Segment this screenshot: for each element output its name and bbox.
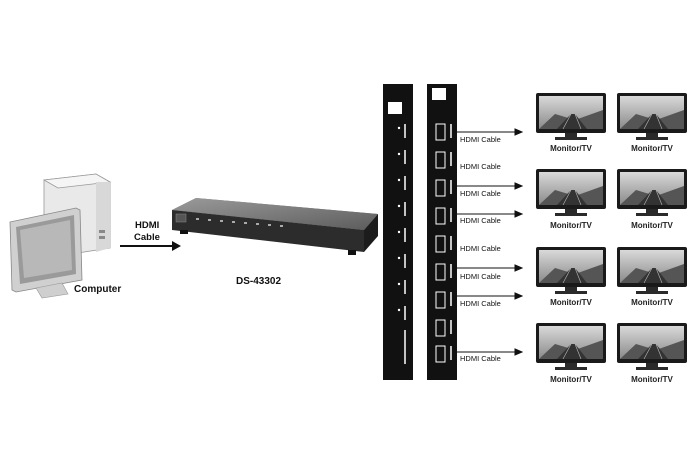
monitor-6 — [616, 246, 688, 296]
splitter-device-illustration — [172, 198, 378, 255]
output-cable-label-8: HDMI Cable — [460, 354, 501, 363]
computer-illustration — [9, 173, 112, 299]
monitor-2 — [616, 92, 688, 142]
monitor-label-5: Monitor/TV — [550, 298, 592, 307]
splitter-front-panel — [383, 84, 413, 380]
monitor-label-3: Monitor/TV — [550, 221, 592, 230]
output-cable-label-5: HDMI Cable — [460, 244, 501, 253]
output-cable-label-1: HDMI Cable — [460, 135, 501, 144]
monitor-4 — [616, 168, 688, 218]
input-cable-label-line2: Cable — [134, 232, 160, 243]
monitor-label-2: Monitor/TV — [631, 144, 673, 153]
monitor-8 — [616, 322, 688, 372]
monitor-label-7: Monitor/TV — [550, 375, 592, 384]
input-cable-arrow — [120, 241, 181, 251]
monitor-5 — [535, 246, 607, 296]
monitor-label-6: Monitor/TV — [631, 298, 673, 307]
output-cable-label-2: HDMI Cable — [460, 162, 501, 171]
output-cable-label-7: HDMI Cable — [460, 299, 501, 308]
monitor-label-4: Monitor/TV — [631, 221, 673, 230]
output-cable-arrows — [457, 128, 523, 356]
splitter-back-panel — [427, 84, 457, 380]
monitor-label-1: Monitor/TV — [550, 144, 592, 153]
output-cable-label-4: HDMI Cable — [460, 216, 501, 225]
monitor-7 — [535, 322, 607, 372]
computer-label: Computer — [74, 284, 122, 295]
input-cable-label-line1: HDMI — [135, 220, 160, 231]
splitter-model-label: DS-43302 — [236, 276, 282, 287]
monitor-1 — [535, 92, 607, 142]
monitor-3 — [535, 168, 607, 218]
output-cable-label-6: HDMI Cable — [460, 272, 501, 281]
monitor-label-8: Monitor/TV — [631, 375, 673, 384]
output-cable-label-3: HDMI Cable — [460, 189, 501, 198]
